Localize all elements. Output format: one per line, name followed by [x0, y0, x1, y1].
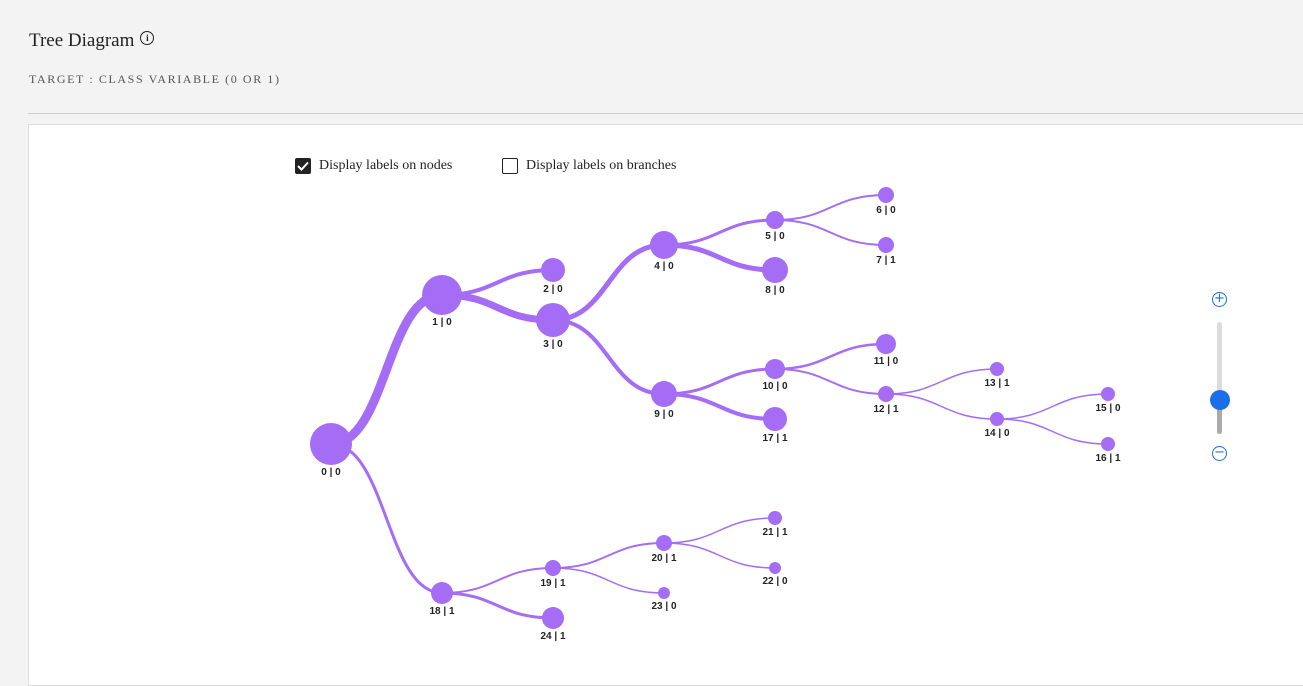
zoom-slider-thumb[interactable]: [1210, 390, 1230, 410]
tree-node-label: 19 | 1: [540, 578, 565, 589]
display-branch-labels-option[interactable]: Display labels on branches: [502, 158, 676, 174]
tree-node[interactable]: [769, 562, 781, 574]
tree-node[interactable]: [878, 386, 894, 402]
tree-node-label: 12 | 1: [873, 404, 898, 415]
tree-node[interactable]: [1101, 387, 1115, 401]
tree-branch: [552, 242, 665, 323]
tree-branch: [552, 318, 665, 396]
tree-branch: [330, 290, 443, 449]
tree-branch: [552, 567, 665, 594]
tree-node[interactable]: [990, 412, 1004, 426]
tree-node-label: 22 | 0: [762, 576, 787, 587]
tree-node-label: 14 | 0: [984, 428, 1009, 439]
tree-node[interactable]: [650, 231, 678, 259]
info-icon[interactable]: i: [140, 31, 155, 45]
tree-node-label: 23 | 0: [651, 601, 676, 612]
tree-node[interactable]: [431, 582, 453, 604]
tree-node[interactable]: [658, 587, 670, 599]
tree-node[interactable]: [536, 303, 570, 337]
tree-node[interactable]: [541, 258, 565, 282]
tree-branch: [330, 442, 443, 595]
tree-branch: [885, 368, 998, 395]
tree-node[interactable]: [763, 407, 787, 431]
display-branch-labels-checkbox[interactable]: [502, 158, 518, 174]
tree-node[interactable]: [651, 381, 677, 407]
tree-branch: [663, 392, 776, 421]
plus-circle-icon[interactable]: +: [1212, 292, 1227, 307]
tree-node-label: 11 | 0: [874, 356, 899, 367]
tree-branch: [774, 368, 887, 395]
tree-node[interactable]: [545, 560, 561, 576]
tree-node-label: 8 | 0: [765, 285, 785, 296]
tree-node[interactable]: [876, 334, 896, 354]
tree-node[interactable]: [878, 237, 894, 253]
tree-branch: [663, 542, 776, 569]
tree-branch: [663, 367, 776, 396]
display-node-labels-option[interactable]: Display labels on nodes: [295, 158, 452, 174]
display-branch-labels-text: Display labels on branches: [526, 158, 677, 173]
target-subtitle: TARGET : CLASS VARIABLE (0 OR 1): [29, 72, 281, 86]
tree-node[interactable]: [422, 275, 462, 315]
tree-node[interactable]: [542, 607, 564, 629]
tree-branch: [774, 194, 887, 221]
tree-branch: [774, 219, 887, 246]
tree-node[interactable]: [990, 362, 1004, 376]
display-node-labels-text: Display labels on nodes: [319, 158, 453, 173]
checkmark-icon: [297, 161, 309, 171]
tree-node-label: 1 | 0: [432, 317, 452, 328]
tree-branch: [774, 342, 887, 371]
tree-node[interactable]: [656, 535, 672, 551]
tree-branch: [552, 542, 665, 569]
display-node-labels-checkbox[interactable]: [295, 158, 311, 174]
tree-node-label: 9 | 0: [654, 409, 674, 420]
zoom-slider-fill: [1217, 400, 1222, 434]
tree-node-label: 10 | 0: [762, 381, 787, 392]
tree-node-label: 24 | 1: [540, 631, 565, 642]
tree-node-label: 7 | 1: [876, 255, 896, 266]
tree-node[interactable]: [1101, 437, 1115, 451]
tree-node-label: 18 | 1: [429, 606, 454, 617]
page-title: Tree Diagram i: [29, 30, 155, 52]
tree-branch: [663, 242, 776, 273]
tree-node-label: 13 | 1: [984, 378, 1009, 389]
tree-node[interactable]: [768, 511, 782, 525]
zoom-slider-track[interactable]: [1217, 322, 1222, 434]
tree-branch: [996, 418, 1109, 445]
tree-node-label: 21 | 1: [762, 527, 787, 538]
tree-branch: [663, 218, 776, 247]
tree-node-label: 3 | 0: [543, 339, 563, 350]
tree-node-label: 20 | 1: [651, 553, 676, 564]
tree-node-label: 15 | 0: [1095, 403, 1120, 414]
header-divider: [28, 113, 1303, 114]
tree-node-label: 16 | 1: [1095, 453, 1120, 464]
tree-node[interactable]: [765, 359, 785, 379]
tree-branch: [441, 567, 554, 594]
tree-node-label: 2 | 0: [543, 284, 563, 295]
minus-circle-icon[interactable]: −: [1212, 446, 1227, 461]
page-title-text: Tree Diagram: [29, 30, 135, 51]
tree-node[interactable]: [762, 257, 788, 283]
tree-node-label: 17 | 1: [762, 433, 787, 444]
tree-node[interactable]: [878, 187, 894, 203]
tree-node-label: 4 | 0: [654, 261, 674, 272]
tree-node-label: 0 | 0: [321, 467, 341, 478]
tree-node[interactable]: [766, 211, 784, 229]
tree-branch: [885, 393, 998, 420]
tree-node[interactable]: [310, 423, 352, 465]
tree-node-label: 6 | 0: [876, 205, 896, 216]
tree-branch: [996, 393, 1109, 420]
tree-branch: [663, 517, 776, 544]
tree-branch: [441, 591, 554, 620]
tree-node-label: 5 | 0: [765, 231, 785, 242]
